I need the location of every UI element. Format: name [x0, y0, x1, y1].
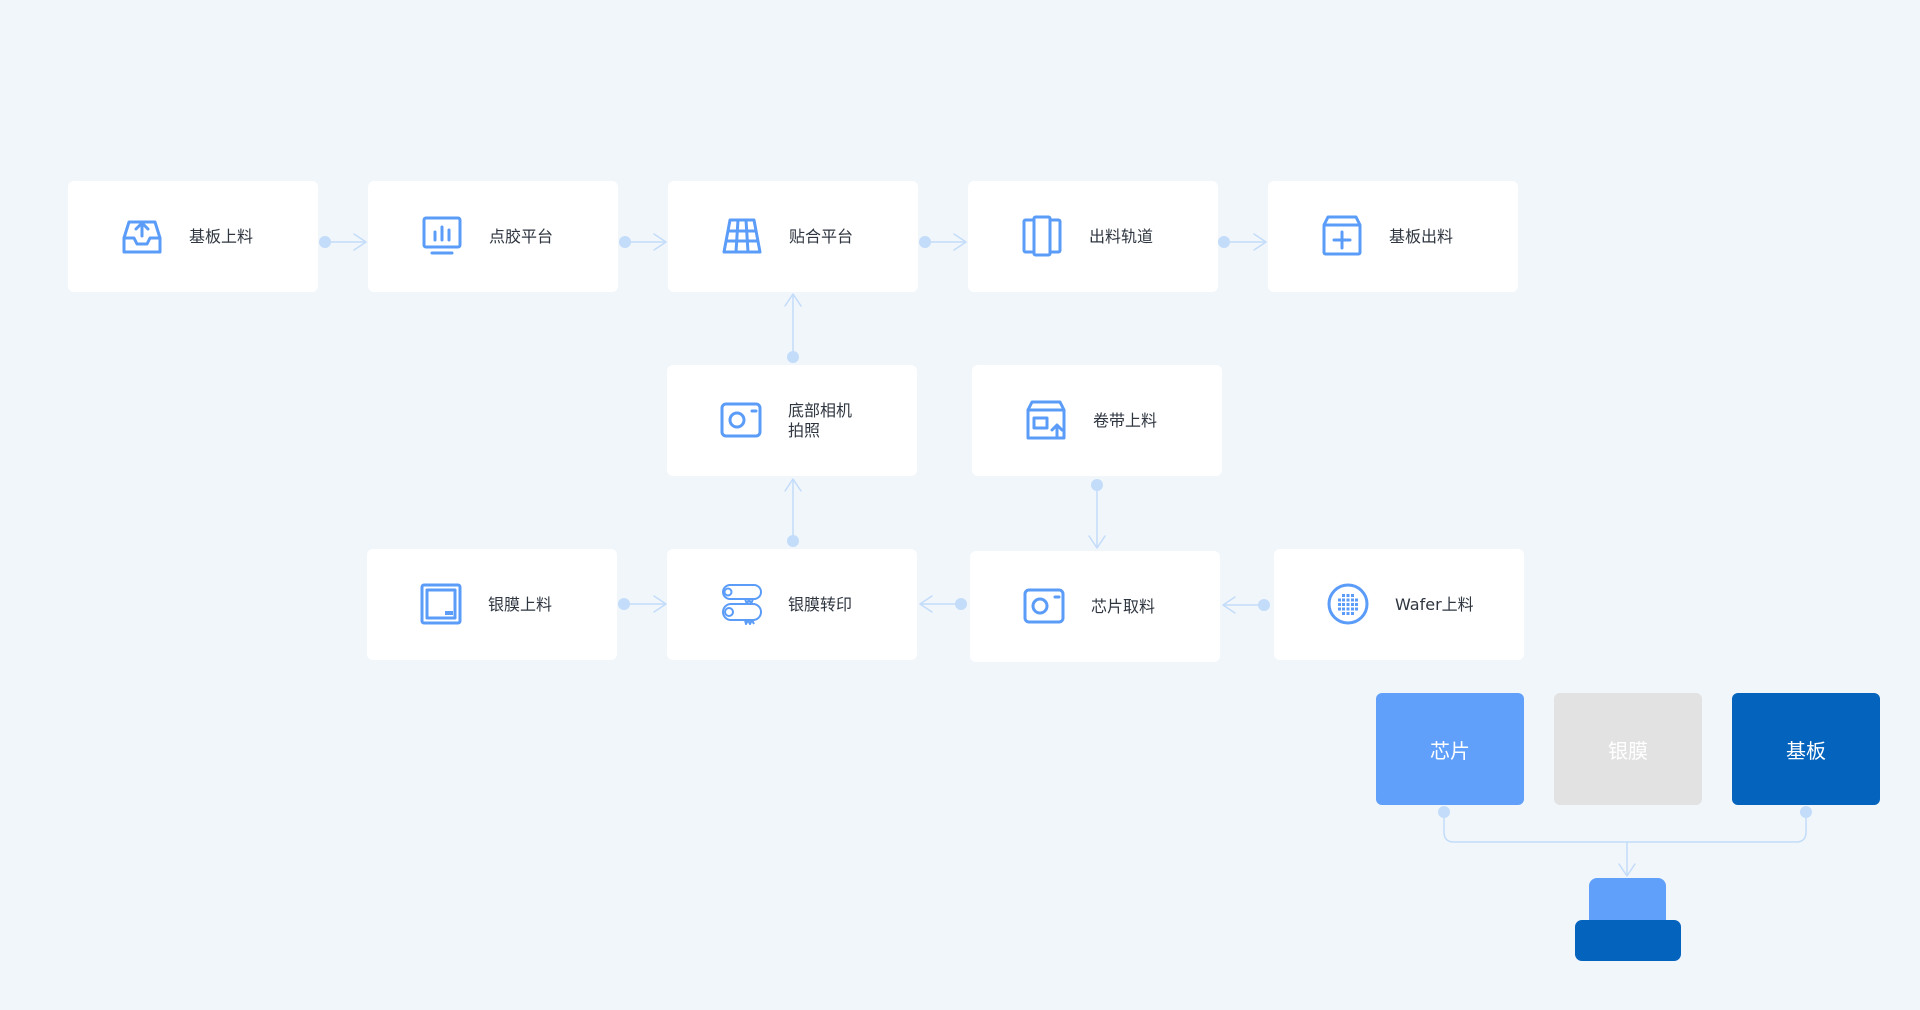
legend-substrate: 基板 [1732, 693, 1880, 805]
arrow-output-rail-to-unload [1218, 233, 1267, 251]
arrow-substrate-load-to-dispense [319, 233, 367, 251]
rails-icon [1020, 214, 1064, 258]
node-label: 银膜转印 [788, 594, 853, 614]
square-panel-icon [419, 582, 463, 626]
arrow-bond-to-output-rail [919, 233, 967, 251]
wafer-icon [1326, 582, 1370, 626]
legend-chip: 芯片 [1376, 693, 1524, 805]
node-label: 银膜上料 [488, 594, 553, 614]
node-dispense-platform: 点胶平台 [368, 181, 618, 292]
node-label: 卷带上料 [1093, 410, 1158, 430]
node-label: 出料轨道 [1089, 226, 1154, 246]
node-chip-pick: 芯片取料 [970, 551, 1220, 662]
legend-merge-connector [1438, 806, 1812, 877]
node-bottom-camera: 底部相机 拍照 [667, 365, 917, 476]
legend-silver-film-label: 银膜 [1608, 738, 1648, 763]
node-label: 贴合平台 [789, 226, 854, 246]
arrow-transfer-to-camera [784, 478, 802, 547]
grid-panel-icon [720, 214, 764, 258]
arrow-wafer-to-chip-pick [1222, 596, 1270, 614]
tape-box-icon [1024, 398, 1068, 442]
stack-chip-layer [1589, 878, 1666, 924]
stack-substrate-layer [1575, 920, 1681, 961]
arrow-dispense-to-bond [619, 233, 667, 251]
node-label: 底部相机 拍照 [788, 400, 853, 440]
rollers-icon [719, 582, 763, 626]
node-bond-platform: 贴合平台 [668, 181, 918, 292]
camera-icon [1022, 584, 1066, 628]
node-label: 基板上料 [189, 226, 254, 246]
node-wafer-load: Wafer上料 [1274, 549, 1524, 660]
node-silver-film-transfer: 银膜转印 [667, 549, 917, 660]
node-substrate-unload: 基板出料 [1268, 181, 1518, 292]
legend-chip-label: 芯片 [1430, 738, 1470, 763]
monitor-chart-icon [420, 214, 464, 258]
node-tape-load: 卷带上料 [972, 365, 1222, 476]
node-label: 基板出料 [1389, 226, 1454, 246]
node-substrate-load: 基板上料 [68, 181, 318, 292]
node-label: Wafer上料 [1395, 594, 1474, 614]
node-silver-film-load: 银膜上料 [367, 549, 617, 660]
arrow-camera-to-bond [784, 293, 802, 363]
box-plus-icon [1320, 214, 1364, 258]
node-label: 芯片取料 [1091, 596, 1156, 616]
legend-substrate-label: 基板 [1786, 738, 1826, 763]
node-label: 点胶平台 [489, 226, 554, 246]
arrow-tape-to-chip-pick [1088, 479, 1106, 549]
arrow-silver-load-to-transfer [618, 595, 667, 613]
tray-upload-icon [120, 214, 164, 258]
legend-silver-film: 银膜 [1554, 693, 1702, 805]
node-output-rail: 出料轨道 [968, 181, 1218, 292]
arrow-chip-pick-to-transfer [919, 595, 967, 613]
camera-icon [719, 398, 763, 442]
